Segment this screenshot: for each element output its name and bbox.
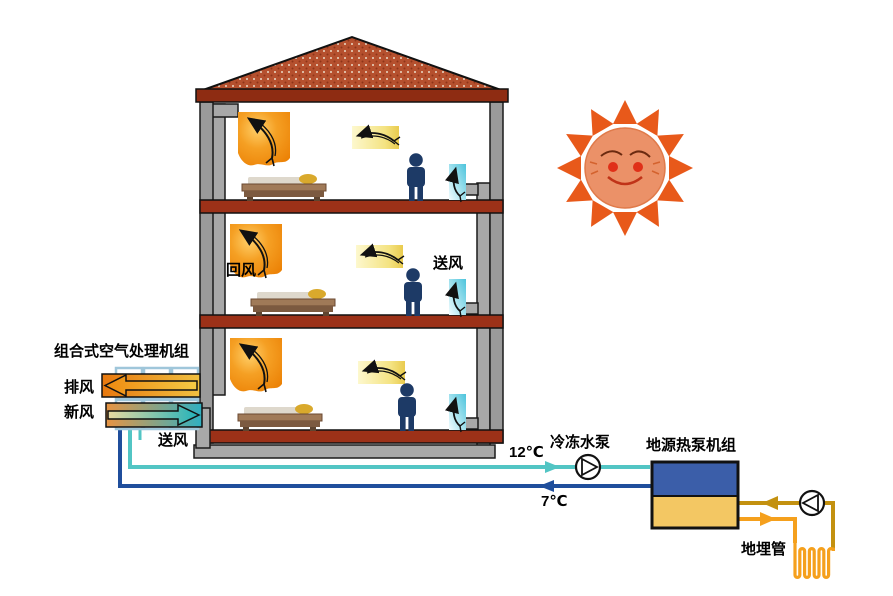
exhaust-air-arrow [101,373,201,398]
sun-icon [557,100,693,236]
ceiling-diffuser [352,126,400,149]
building [193,35,509,459]
ahu-label: 组合式空气处理机组 [54,343,190,360]
flow-arrow-ground-return [762,496,778,510]
supply-air-grille [449,394,466,432]
person-icon [398,383,416,431]
ground-loop-supply-pipe [739,512,797,543]
chilled-return-temp: 7℃ [541,493,568,510]
floor-slab-2 [199,314,504,329]
air-handling-unit [101,366,203,431]
fresh-air-arrow [105,402,203,428]
chilled-water-pump-label: 冷冻水泵 [550,434,611,451]
supply-air-ahu-label: 送风 [158,432,189,449]
heat-pump-unit-label: 地源热泵机组 [646,437,737,454]
person-icon [404,268,422,316]
ceiling-diffuser [358,361,406,384]
chilled-return-pipe [118,429,651,492]
flow-arrow-12c [545,461,560,473]
ceiling-diffuser [356,245,404,268]
flow-arrow-ground-supply [760,512,776,526]
ground-loop-coil [793,539,835,579]
supply-air-grille [449,164,466,202]
person-icon [407,153,425,201]
ground-loop-pump-icon [798,489,826,517]
ground-loop-return-pipe [739,496,835,549]
chilled-supply-temp: 12℃ [509,444,544,461]
heat-pump-unit-box [650,460,740,530]
bed-icon [237,403,323,432]
fresh-air-label: 新风 [64,404,95,421]
underfloor-supply-duct [193,444,496,459]
room-floor-1 [230,338,466,432]
exhaust-air-label: 排风 [64,379,95,396]
floor-slab-3 [199,199,504,214]
ground-loop-label: 地埋管 [741,541,787,558]
return-air-grille [238,112,290,166]
return-air-label: 回风 [226,262,257,279]
roof-fascia [195,88,509,103]
supply-air-grille [449,279,466,317]
ground-slab [199,429,504,444]
room-floor-2 [230,224,466,317]
flow-arrow-7c [539,480,554,492]
room-floor-3 [238,112,466,202]
right-wall [489,101,504,444]
return-air-grille [230,338,282,392]
bed-icon [250,288,336,317]
bed-icon [241,173,327,202]
chilled-water-pump-icon [574,453,602,481]
roof [202,35,502,91]
chilled-supply-pipe [128,429,650,473]
left-wall [199,101,214,444]
supply-air-room-label: 送风 [433,255,464,272]
